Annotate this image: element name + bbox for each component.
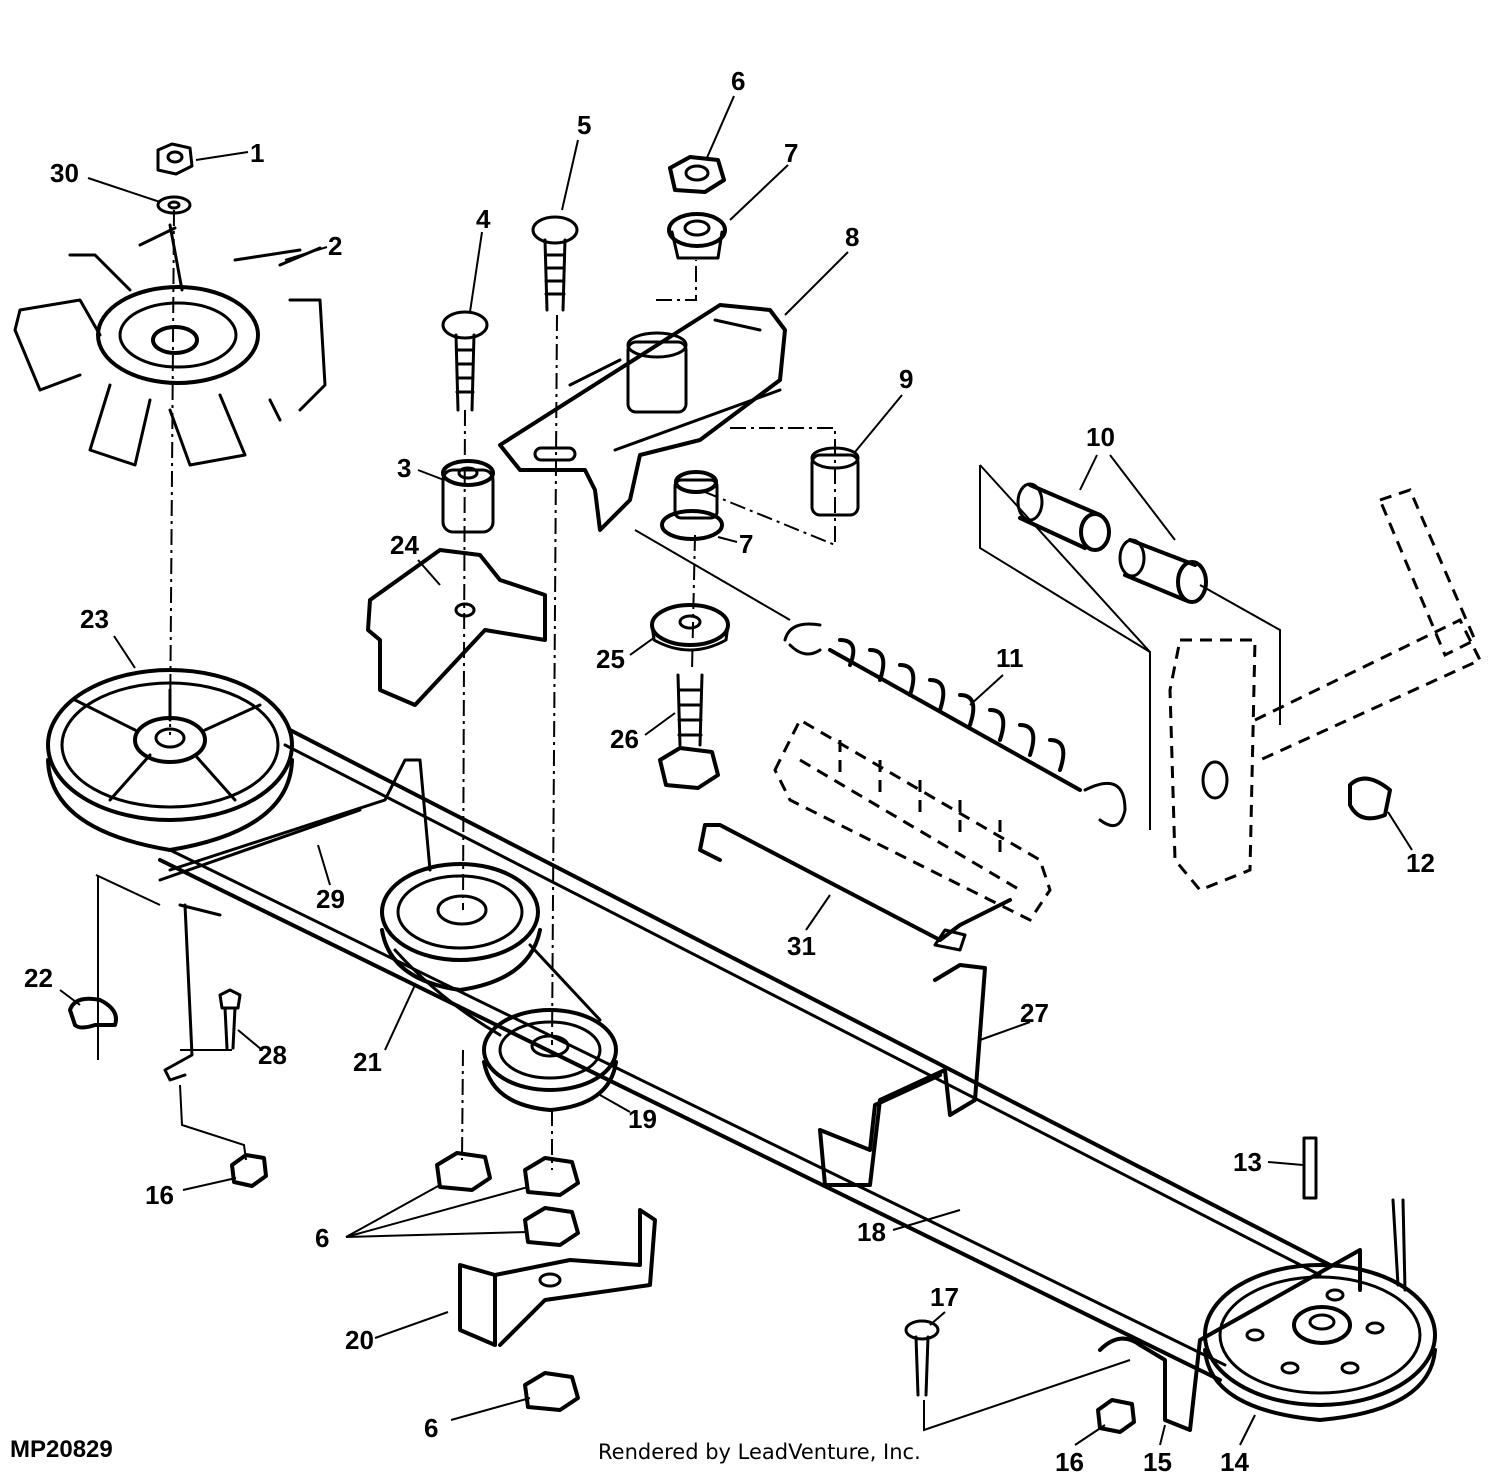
callout-29: 29	[316, 884, 345, 914]
bracket-part-22[interactable]	[68, 996, 118, 1030]
callout-20: 20	[345, 1325, 374, 1355]
callout-labels: 1 30 2 4 5 6 7 8 9 10 3 7 24 23 25 11 26…	[24, 66, 1435, 1475]
callout-25: 25	[596, 644, 625, 674]
bushing-part-7-top[interactable]	[667, 212, 727, 260]
callout-16-left: 16	[145, 1180, 174, 1210]
callout-4: 4	[476, 204, 491, 234]
callout-7-bottom: 7	[739, 529, 753, 559]
belt-part-21[interactable]	[393, 943, 602, 1037]
callout-14: 14	[1220, 1447, 1249, 1475]
idler-pulley-part-19[interactable]	[482, 1008, 618, 1112]
callout-12: 12	[1406, 848, 1435, 878]
bolt-part-5[interactable]	[531, 215, 579, 312]
pulley-part-23[interactable]	[46, 668, 294, 852]
callout-24: 24	[390, 530, 419, 560]
rod-part-31[interactable]	[698, 823, 1012, 952]
figure-id: MP20829	[10, 1436, 113, 1463]
render-credit: Rendered by LeadVenture, Inc.	[598, 1440, 921, 1464]
nut-part-16-left[interactable]	[230, 1153, 268, 1188]
bracket-part-24[interactable]	[366, 548, 547, 707]
nut-part-1[interactable]	[156, 142, 194, 176]
callout-6-group: 6	[315, 1223, 329, 1253]
bushing-part-12[interactable]	[1348, 776, 1392, 821]
callout-19: 19	[628, 1104, 657, 1134]
guide-part-29[interactable]	[158, 758, 432, 882]
assembly-lines	[95, 209, 1281, 1432]
spacer-part-10-b[interactable]	[1118, 538, 1208, 604]
callout-31: 31	[787, 931, 816, 961]
pulley-part-14[interactable]	[1203, 1263, 1437, 1422]
rod-part-15[interactable]	[1098, 1248, 1362, 1432]
idler-arm-part-8[interactable]	[498, 303, 787, 532]
callout-11: 11	[996, 643, 1024, 673]
callout-9: 9	[899, 364, 913, 394]
callout-6-bottom: 6	[424, 1413, 438, 1443]
callout-13: 13	[1233, 1147, 1262, 1177]
callout-27: 27	[1020, 998, 1049, 1028]
callout-21: 21	[353, 1047, 382, 1077]
spacer-part-10-a[interactable]	[1016, 482, 1111, 552]
pin-part-13[interactable]	[1302, 1136, 1318, 1200]
callout-22: 22	[24, 963, 53, 993]
callout-23: 23	[80, 604, 109, 634]
spacer-part-3[interactable]	[441, 459, 495, 534]
washer-part-25[interactable]	[650, 603, 730, 652]
belt-guide-part-27[interactable]	[818, 963, 987, 1187]
callout-5: 5	[577, 110, 591, 140]
bolt-part-28[interactable]	[218, 988, 242, 1050]
callout-17: 17	[930, 1282, 959, 1312]
callout-15: 15	[1143, 1447, 1172, 1475]
rod-part-left[interactable]	[163, 903, 222, 1082]
nut-part-6-group[interactable]	[435, 1151, 580, 1412]
callout-leaders	[59, 95, 1413, 1446]
callout-8: 8	[845, 222, 859, 252]
bushing-part-7-bottom[interactable]	[660, 470, 724, 541]
nut-part-6-top[interactable]	[668, 155, 726, 194]
callout-28: 28	[258, 1040, 287, 1070]
callout-18: 18	[857, 1217, 886, 1247]
callout-16-right: 16	[1055, 1447, 1084, 1475]
idler-pulley-part-21[interactable]	[380, 862, 542, 992]
callout-6-top: 6	[731, 66, 745, 96]
bracket-part-20[interactable]	[458, 1208, 657, 1347]
belt-part-18[interactable]	[158, 728, 1332, 1382]
callout-1: 1	[250, 138, 264, 168]
callout-7-top: 7	[784, 138, 798, 168]
lever-assembly-dashed	[1168, 488, 1483, 892]
rod-part-right[interactable]	[1391, 1198, 1407, 1292]
callout-10: 10	[1086, 422, 1115, 452]
bolt-part-4[interactable]	[441, 310, 489, 412]
callout-2: 2	[328, 231, 342, 261]
bolt-part-17[interactable]	[904, 1319, 940, 1397]
callout-30: 30	[50, 158, 79, 188]
guard-dashed	[773, 717, 1052, 922]
callout-26: 26	[610, 724, 639, 754]
callout-3: 3	[397, 453, 411, 483]
bolt-part-26[interactable]	[658, 673, 720, 790]
fan-part[interactable]	[13, 223, 327, 467]
spring-part-11[interactable]	[783, 622, 1127, 828]
